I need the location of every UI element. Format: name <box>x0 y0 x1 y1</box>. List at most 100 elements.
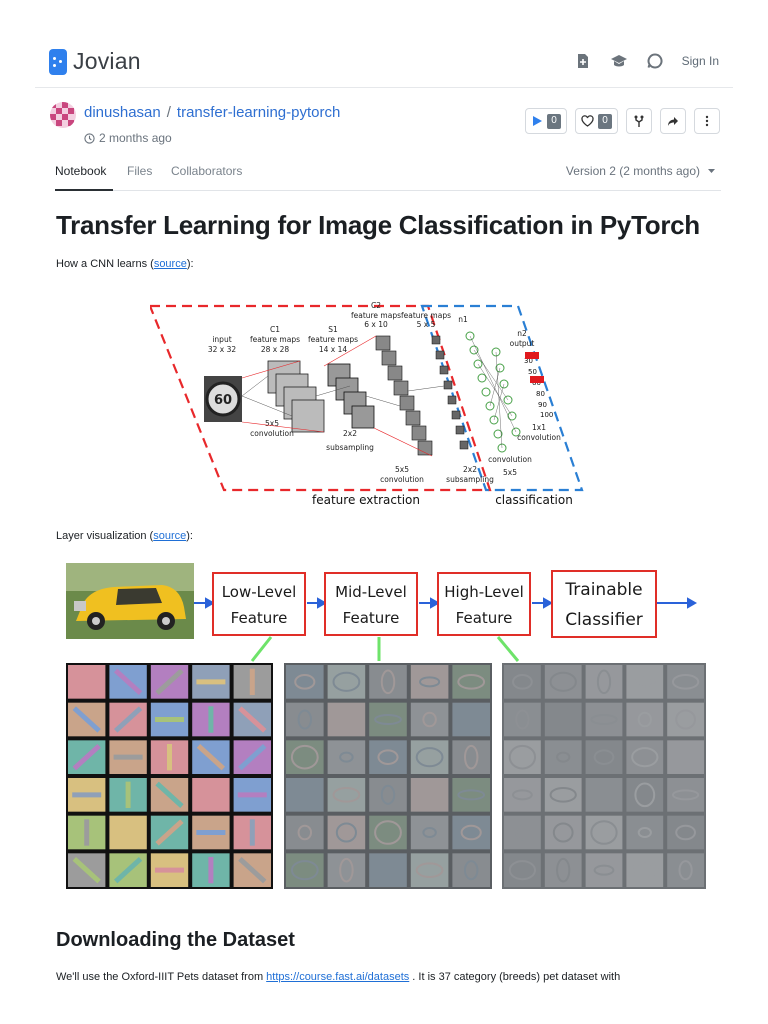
mid-level-feature-box <box>324 572 418 636</box>
conv2-label: convolution <box>380 475 424 484</box>
filter-pattern <box>552 822 574 843</box>
filter-pattern <box>339 857 354 883</box>
conv1-size: 5x5 <box>265 419 279 428</box>
sign-value: 60 <box>214 393 232 408</box>
paragraph-layer-viz: Layer visualization (source): <box>56 530 193 542</box>
source-link[interactable]: source <box>153 530 187 542</box>
section-heading: Downloading the Dataset <box>56 929 295 951</box>
filter-pattern <box>332 787 361 803</box>
c2-size: 6 x 10 <box>364 320 388 329</box>
more-options-button[interactable] <box>694 108 720 134</box>
out-conv-size: 1x1 <box>532 423 546 432</box>
filter-pattern <box>72 706 101 733</box>
filter-pattern <box>294 789 316 801</box>
output-value: 30 <box>524 357 533 365</box>
share-button[interactable] <box>660 108 686 134</box>
dataset-link[interactable]: https://course.fast.ai/datasets <box>266 971 410 983</box>
version-selector[interactable]: Version 2 (2 months ago) <box>566 164 715 178</box>
star-count: 0 <box>598 113 612 129</box>
mid-level-filter-grid <box>284 663 492 889</box>
new-notebook-icon[interactable] <box>574 52 592 70</box>
filter-pattern <box>556 857 571 883</box>
filter-pattern <box>290 860 319 881</box>
output-value: 90 <box>538 401 547 409</box>
low-level-feature-box <box>212 572 306 636</box>
brand-name: Jovian <box>73 48 141 74</box>
filter-pattern <box>634 676 656 688</box>
jovian-logo[interactable]: Jovian <box>49 48 141 75</box>
source-link[interactable]: source <box>153 258 187 270</box>
filter-pattern <box>457 674 486 690</box>
sub2-label: subsampling <box>446 475 494 484</box>
fork-button[interactable] <box>626 108 652 134</box>
filter-pattern <box>72 744 101 771</box>
filter-pattern <box>590 820 618 845</box>
filter-pattern <box>380 784 396 805</box>
filter-tile <box>369 740 407 774</box>
filter-tile <box>626 702 664 737</box>
filter-pattern <box>512 789 533 801</box>
filter-tile <box>452 815 490 850</box>
input-label: input <box>212 335 231 344</box>
path-separator: / <box>166 104 171 121</box>
filter-pattern <box>675 824 696 841</box>
paragraph-text: We'll use the Oxford-IIIT Pets dataset f… <box>56 971 267 983</box>
filter-tile <box>369 853 407 887</box>
filter-pattern <box>671 674 700 690</box>
classification-region <box>420 304 584 492</box>
filter-pattern <box>377 864 399 876</box>
c2-feature-maps <box>375 335 433 456</box>
chat-bubble-icon[interactable] <box>646 52 664 70</box>
s1-label: S1 <box>328 325 338 334</box>
trainable-classifier-box <box>551 570 657 638</box>
feature-extraction-region <box>150 304 492 492</box>
n2-neurons <box>491 347 521 437</box>
filter-tile <box>286 815 324 850</box>
filter-pattern <box>590 713 618 726</box>
filter-pattern <box>294 674 316 690</box>
tab-collaborators[interactable]: Collaborators <box>171 164 243 178</box>
paragraph-end: ): <box>186 258 194 270</box>
filter-tile <box>410 665 449 699</box>
filter-pattern <box>196 744 226 771</box>
filter-pattern <box>113 668 143 695</box>
filter-pattern <box>415 862 444 878</box>
graduation-cap-icon[interactable] <box>610 52 628 70</box>
run-button[interactable]: 0 <box>525 108 567 134</box>
filter-pattern <box>113 706 143 733</box>
n1-neurons <box>465 331 507 453</box>
box-label: Mid-Level <box>335 583 407 601</box>
s1-feature-maps <box>327 363 375 429</box>
owner-link[interactable]: dinushasan <box>84 104 161 121</box>
paragraph-end: ): <box>186 530 193 542</box>
tab-notebook[interactable]: Notebook <box>55 164 107 178</box>
filter-pattern <box>463 860 479 881</box>
avatar[interactable] <box>50 102 76 128</box>
filter-pattern <box>332 671 361 692</box>
c2-label: C2 <box>371 301 381 310</box>
output-highlight <box>525 352 539 359</box>
filter-pattern <box>339 751 354 763</box>
paragraph-cnn: How a CNN learns (source): <box>56 258 194 270</box>
filter-tile <box>667 815 704 850</box>
filter-pattern <box>508 860 537 881</box>
active-tab-indicator <box>55 189 113 191</box>
box-label: Low-Level <box>222 583 297 601</box>
updated-time-text: 2 months ago <box>99 131 172 145</box>
star-button[interactable]: 0 <box>575 108 618 134</box>
filter-tile <box>667 853 704 887</box>
filter-pattern <box>671 789 700 801</box>
filter-pattern <box>675 709 696 730</box>
conv1-label: convolution <box>250 429 294 438</box>
sign-in-link[interactable]: Sign In <box>681 54 719 68</box>
conv2-size: 5x5 <box>395 465 409 474</box>
fork-icon <box>634 115 644 127</box>
filter-pattern <box>238 706 267 733</box>
n1-label: n1 <box>458 315 468 324</box>
s2-feature-maps <box>431 335 469 450</box>
pipeline-arrows <box>194 597 698 609</box>
notebook-name-link[interactable]: transfer-learning-pytorch <box>176 104 341 121</box>
tab-files[interactable]: Files <box>127 164 153 178</box>
notebook-tabs: Notebook Files Collaborators Version 2 (… <box>55 160 721 191</box>
filter-tile <box>585 740 623 774</box>
